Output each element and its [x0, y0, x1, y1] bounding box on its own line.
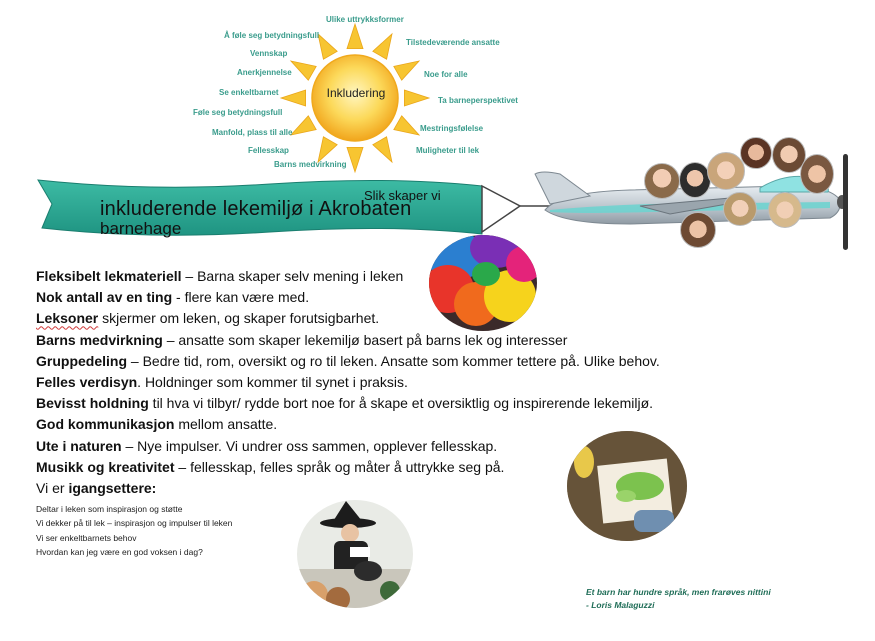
staff-photo: [707, 152, 745, 190]
list-item: Ute i naturen – Nye impulser. Vi undrer …: [36, 436, 736, 457]
sun-word: Tilstedeværende ansatte: [406, 38, 500, 47]
point-text: – Barna skaper selv mening i leken: [181, 268, 404, 284]
sun-word: Noe for alle: [424, 70, 468, 79]
sun-disc: [311, 54, 399, 142]
igang-bold: igangsettere:: [68, 480, 157, 497]
point-text: - flere kan være med.: [172, 289, 310, 306]
sun-ray: [372, 32, 393, 60]
banner-title: inkluderende lekemiljø i Akrobaten: [100, 198, 412, 220]
wool-photo: [429, 235, 537, 331]
point-text: skjermer om leken, og skaper forutsigbar…: [98, 310, 380, 327]
sun-word: Barns medvirkning: [274, 160, 347, 169]
list-item: Vi dekker på til lek – inspirasjon og im…: [36, 518, 233, 529]
point-text: . Holdninger som kommer til synet i prak…: [137, 374, 408, 391]
nature-craft-photo: [567, 431, 687, 541]
staff-photo: [740, 137, 772, 169]
sun-word: Mestringsfølelse: [420, 124, 484, 133]
quote: Et barn har hundre språk, men frarøves n…: [586, 586, 771, 612]
list-item: God kommunikasjon mellom ansatte.: [36, 414, 736, 435]
sun-word: Fellesskap: [248, 146, 289, 155]
point-title: Bevisst holdning: [36, 395, 149, 412]
sun-word: Anerkjennelse: [237, 68, 292, 77]
sun-ray: [317, 32, 338, 60]
list-item: Deltar i leken som inspirasjon og støtte: [36, 504, 183, 514]
point-text: – Nye impulser. Vi undrer oss sammen, op…: [121, 437, 498, 454]
list-item: Barns medvirkning – ansatte som skaper l…: [36, 330, 736, 351]
sun-rays: [279, 22, 431, 174]
sun-word: Ulike uttrykksformer: [326, 15, 404, 24]
point-title: Felles verdisyn: [36, 374, 138, 391]
sun-word: Muligheter til lek: [416, 146, 480, 155]
sun-ray: [289, 115, 317, 136]
list-item: Leksoner skjermer om leken, og skaper fo…: [36, 308, 736, 329]
list-item: Bevisst holdning til hva vi tilbyr/ rydd…: [36, 393, 736, 414]
point-title: Ute i naturen: [36, 437, 122, 454]
list-item: Hvordan kan jeg være en god voksen i dag…: [36, 546, 203, 557]
key-points-list: Fleksibelt lekmateriell – Barna skaper s…: [36, 266, 736, 499]
list-item: Musikk og kreativitet – fellesskap, fell…: [36, 457, 736, 478]
list-item: Vi ser enkeltbarnets behov: [36, 532, 137, 543]
point-text: – ansatte som skaper lekemiljø basert på…: [162, 331, 568, 348]
sun-word: Føle seg betydningsfull: [193, 108, 283, 117]
point-title: Leksoner: [36, 310, 99, 327]
banner-subtitle: barnehage: [100, 219, 182, 238]
sun-illustration: [279, 22, 431, 174]
airplane-tail: [534, 171, 592, 205]
sun-word: Manfold, plass til alle: [212, 128, 293, 137]
point-text: mellom ansatte.: [174, 416, 278, 433]
staff-photo: [644, 163, 680, 199]
staff-photo: [723, 192, 757, 226]
sun-ray: [403, 89, 431, 107]
point-text: – Bedre tid, rom, oversikt og ro til lek…: [127, 352, 660, 369]
sun-word: Ta barneperspektivet: [438, 96, 518, 105]
airplane-banner-illustration: [37, 154, 848, 250]
sun-ray: [279, 89, 306, 107]
sun-center-label: Inkludering: [326, 86, 386, 100]
sun-word: Vennskap: [250, 49, 288, 58]
point-title: Nok antall av en ting: [36, 289, 173, 306]
point-title: God kommunikasjon: [36, 416, 175, 433]
igangsettere-heading: Vi er igangsettere:: [36, 478, 736, 499]
list-item: Fleksibelt lekmateriell – Barna skaper s…: [36, 266, 736, 287]
list-item: Nok antall av en ting - flere kan være m…: [36, 287, 736, 308]
sun-ray: [346, 22, 364, 50]
quote-author: - Loris Malaguzzi: [586, 600, 655, 610]
igang-prefix: Vi er: [36, 480, 69, 497]
point-title: Fleksibelt lekmateriell: [36, 268, 182, 284]
sun-ray: [393, 60, 421, 81]
witch-play-photo: [297, 500, 413, 608]
sun-ray: [317, 136, 338, 164]
staff-photo: [800, 154, 834, 194]
point-text: – fellesskap, felles språk og måter å ut…: [174, 458, 505, 475]
staff-photo: [680, 212, 716, 248]
sun-word: Se enkeltbarnet: [219, 88, 279, 97]
sun-ray: [372, 136, 393, 164]
airplane-propeller: [843, 154, 848, 250]
list-item: Gruppedeling – Bedre tid, rom, oversikt …: [36, 351, 736, 372]
igangsettere-list: Deltar i leken som inspirasjon og støtte…: [36, 502, 232, 559]
point-text: til hva vi tilbyr/ rydde bort noe for å …: [148, 395, 654, 412]
point-title: Musikk og kreativitet: [36, 458, 175, 475]
quote-text: Et barn har hundre språk, men frarøves n…: [586, 587, 771, 597]
sun-ray: [393, 115, 421, 136]
list-item: Felles verdisyn. Holdninger som kommer t…: [36, 372, 736, 393]
point-title: Barns medvirkning: [36, 331, 163, 348]
banner-tow-lines: [481, 184, 522, 234]
staff-photo: [768, 192, 802, 228]
sun-ray: [346, 147, 364, 174]
point-title: Gruppedeling: [36, 352, 127, 369]
sun-ray: [289, 60, 317, 81]
sun-word: Å føle seg betydningsfull: [224, 31, 320, 40]
banner-small-text: Slik skaper vi: [364, 188, 441, 203]
banner-ribbon: [37, 179, 483, 236]
